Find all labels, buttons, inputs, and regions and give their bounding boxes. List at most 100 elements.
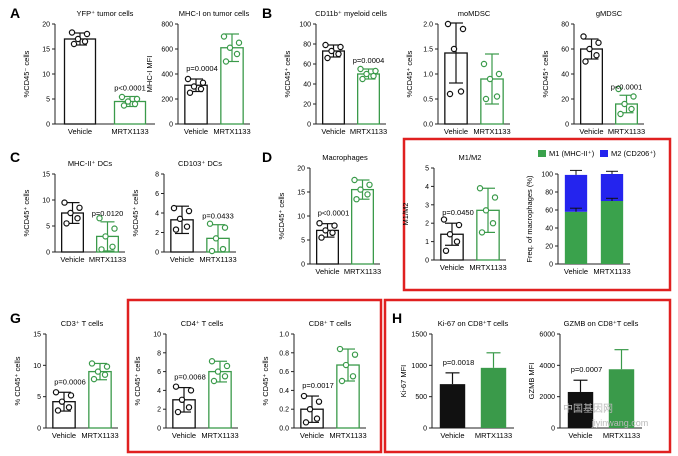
y-tick-label: 6000 [539, 332, 555, 339]
p-value-label: p=0.0433 [202, 212, 234, 221]
chart-title: CD4⁺ T cells [181, 319, 224, 328]
chart-title: CD3⁺ T cells [61, 319, 104, 328]
x-category-label: Vehicle [568, 431, 592, 440]
y-tick-label: 0.0 [279, 426, 289, 433]
data-point [482, 207, 490, 214]
y-axis-label: MHC-I MFI [145, 56, 154, 93]
data-point [331, 222, 338, 229]
p-value-label: p=0.0004 [353, 56, 385, 65]
data-point [455, 221, 463, 229]
legend-label-m2: M2 (CD206⁺) [611, 149, 656, 158]
y-tick-label: 0 [37, 426, 41, 433]
y-axis-label: % CD45⁺ cells [13, 356, 22, 405]
data-point [124, 98, 132, 105]
y-tick-label: 15 [33, 332, 41, 339]
data-point [133, 95, 141, 103]
chart-title: Macrophages [322, 153, 368, 162]
data-point [88, 360, 96, 367]
y-tick-label: 20 [42, 22, 50, 29]
data-point [98, 246, 105, 253]
data-point [174, 408, 182, 416]
y-tick-label: 6 [155, 191, 159, 198]
x-category-label: Vehicle [170, 255, 194, 264]
data-point [183, 223, 191, 230]
data-point [328, 47, 335, 55]
data-point [223, 362, 231, 370]
data-point [184, 75, 192, 83]
x-category-label: Vehicle [321, 127, 345, 136]
data-point [221, 373, 229, 380]
data-point [67, 209, 74, 217]
highlight-frames [126, 137, 672, 454]
data-point [58, 398, 66, 405]
stacked-bar-m2 [600, 174, 624, 201]
data-point [482, 95, 490, 103]
data-point [208, 247, 216, 255]
x-category-label: MRTX1133 [469, 263, 506, 272]
data-point [235, 39, 243, 46]
data-point [480, 60, 488, 68]
y-axis-label: %CD45⁺ cells [277, 192, 286, 239]
data-point [185, 404, 193, 411]
p-value-label: p=0.0007 [571, 365, 603, 374]
y-tick-label: 0.5 [423, 97, 433, 104]
data-point [351, 351, 359, 358]
y-tick-label: 2 [157, 407, 161, 414]
panel-labels: A B C D G H [10, 5, 402, 326]
y-tick-label: 100 [541, 172, 553, 179]
x-category-label: Vehicle [444, 127, 468, 136]
y-tick-label: 10 [42, 198, 50, 205]
bar-vehicle [321, 50, 345, 125]
data-point [336, 345, 344, 353]
highlight-frame-m1m2 [402, 137, 672, 292]
data-point [219, 245, 227, 253]
data-point [364, 191, 371, 198]
data-point [322, 41, 329, 49]
x-category-label: MRTX1133 [329, 431, 366, 440]
data-point [315, 398, 323, 405]
y-tick-label: 20 [303, 102, 311, 109]
chart-title: MHC-I on tumor cells [179, 9, 250, 18]
y-tick-label: 0.6 [279, 369, 289, 376]
panel-label-b: B [262, 5, 272, 21]
data-point [186, 89, 194, 96]
data-point [478, 229, 486, 236]
data-point [302, 419, 310, 426]
y-tick-label: 1000 [411, 363, 427, 370]
data-point [81, 38, 89, 45]
y-tick-label: 6 [157, 369, 161, 376]
watermark-url: jiyinwang.com [591, 418, 649, 428]
data-point [351, 176, 358, 184]
data-point [176, 215, 184, 223]
y-tick-label: 5 [46, 97, 50, 104]
data-point [197, 85, 205, 93]
data-point [493, 93, 501, 100]
data-point [172, 383, 180, 390]
data-point [102, 233, 109, 240]
bar-vehicle [63, 38, 97, 125]
data-point [329, 229, 336, 236]
data-point [65, 404, 73, 411]
panel-label-c: C [10, 149, 20, 165]
watermark: 中国基因网 jiyinwang.com [563, 402, 648, 428]
y-tick-label: 0.2 [279, 407, 289, 414]
y-tick-label: 60 [545, 208, 553, 215]
panel-label-a: A [10, 5, 20, 21]
data-point [83, 30, 91, 38]
data-point [440, 216, 448, 223]
x-category-label: Vehicle [184, 127, 208, 136]
y-tick-label: 3 [425, 202, 429, 209]
x-category-label: Vehicle [172, 431, 196, 440]
data-point [222, 58, 230, 65]
y-tick-label: 20 [561, 97, 569, 104]
y-tick-label: 400 [161, 72, 173, 79]
y-tick-label: 8 [155, 172, 159, 179]
